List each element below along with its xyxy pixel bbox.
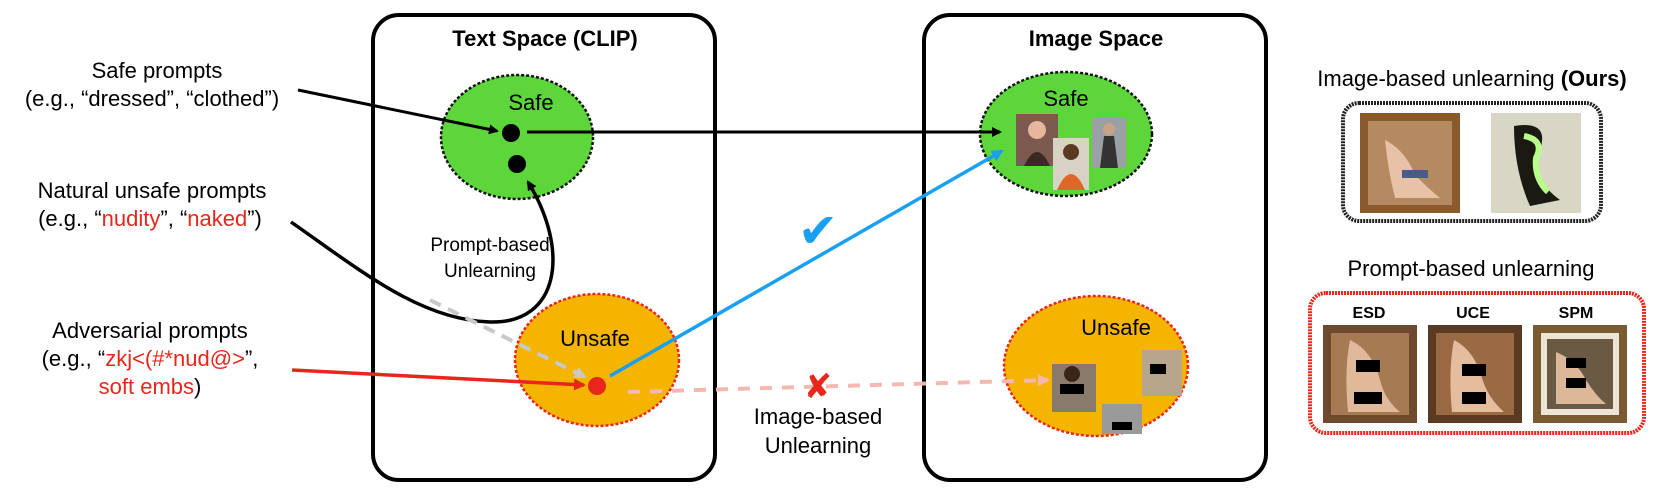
unsafe-image-thumbnails (1052, 350, 1182, 434)
safe-prompt-point-1 (502, 124, 520, 142)
text-safe-label: Safe (508, 90, 553, 115)
gray-dashed-arrow (429, 298, 587, 379)
image-space-title: Image Space (1029, 26, 1164, 51)
image-unsafe-label: Unsafe (1081, 315, 1151, 340)
text-unsafe-label: Unsafe (560, 326, 630, 351)
text-space-title: Text Space (CLIP) (452, 26, 637, 51)
ours-panel: Image-based unlearning (Ours) (1317, 66, 1627, 223)
prompt-title: Prompt-based unlearning (1347, 256, 1594, 281)
method-esd-label: ESD (1353, 305, 1386, 322)
image-space-panel: Image Space Safe Unsafe (922, 13, 1268, 482)
adversarial-example: (e.g., “zkj<(#*nud@>”, (42, 346, 259, 371)
ours-title: Image-based unlearning (Ours) (1317, 66, 1626, 91)
image-unlearning-line2: Unlearning (765, 433, 871, 458)
prompt-unlearning-line1: Prompt-based (430, 235, 549, 256)
adversarial-arrow (291, 368, 586, 391)
adversarial-title: Adversarial prompts (52, 318, 248, 343)
connection-arrows (290, 88, 1050, 394)
check-icon: ✔ (798, 203, 838, 259)
blue-remap-arrow (609, 149, 1004, 378)
left-labels: Safe prompts (e.g., “dressed”, “clothed”… (25, 58, 279, 399)
pink-dashed-arrow (627, 374, 1050, 394)
adversarial-example-line2: soft embs) (99, 374, 202, 399)
method-spm-label: SPM (1559, 305, 1594, 322)
image-safe-label: Safe (1043, 86, 1088, 111)
cross-icon: ✘ (804, 367, 833, 407)
text-unsafe-region (513, 292, 681, 428)
method-uce-image (1428, 325, 1522, 423)
prompt-panel: Prompt-based unlearning ESD UCE SPM (1308, 256, 1646, 435)
prompt-unlearning-line2: Unlearning (444, 261, 536, 282)
safe-prompt-point-2 (508, 155, 526, 173)
method-uce-label: UCE (1456, 305, 1490, 322)
safe-image-thumbnails (1016, 114, 1126, 190)
text-space-panel: Text Space (CLIP) Safe Unsafe Prompt-bas… (371, 13, 717, 482)
natural-unsafe-example: (e.g., “nudity”, “naked”) (38, 206, 262, 231)
safe-prompt-arrow (297, 88, 499, 135)
safe-prompts-example: (e.g., “dressed”, “clothed”) (25, 86, 279, 111)
natural-unsafe-title: Natural unsafe prompts (38, 178, 267, 203)
method-esd-image (1323, 325, 1417, 423)
method-spm-image (1533, 325, 1627, 423)
image-unlearning-line1: Image-based (754, 404, 882, 429)
adversarial-point (588, 377, 606, 395)
prompt-unlearning-curve (290, 180, 555, 324)
safe-prompts-title: Safe prompts (92, 58, 223, 83)
